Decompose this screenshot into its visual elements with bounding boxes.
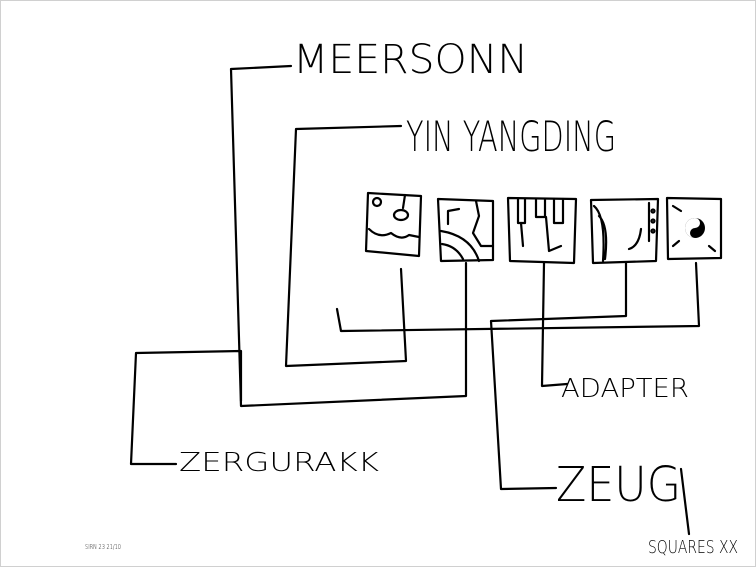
- label-zeug: ZEUG: [556, 457, 681, 513]
- label-yin-yang-ding: YIN YANGDING: [406, 112, 616, 161]
- tile-plant-icon: [589, 197, 660, 265]
- tile-yin-yang-icon: [665, 196, 723, 261]
- tile-piano-icon: [506, 196, 578, 265]
- connector-zergurakk: [129, 349, 243, 466]
- label-squares: SQUARES XX: [648, 537, 738, 558]
- tile-bubbles-icon: [364, 191, 423, 258]
- label-adapter: ADAPTER: [561, 374, 689, 404]
- connector-zeug: [489, 261, 628, 491]
- connector-squares: [679, 467, 691, 536]
- connector-adapter: [540, 261, 569, 388]
- connector-squares-group: [335, 261, 701, 333]
- tile-circuit-icon: [436, 197, 495, 263]
- label-meersonn: MEERSONN: [293, 37, 528, 83]
- label-zergurakk: ZERGURAKK: [179, 448, 379, 478]
- signature: SIRN 23 21/10: [85, 543, 121, 551]
- connector-meersonn: [229, 64, 468, 408]
